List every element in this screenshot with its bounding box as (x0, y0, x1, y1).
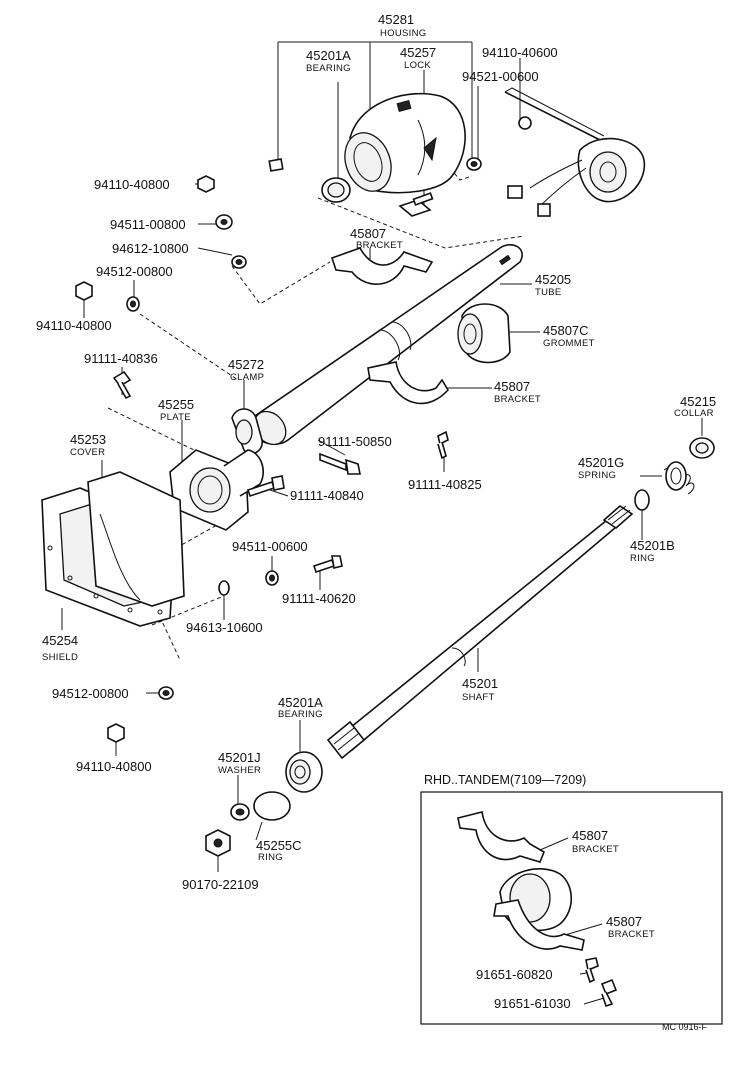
housing-drawing (344, 92, 466, 194)
label-45201b-number: 45201B (630, 538, 675, 553)
lock-pin-drawing (268, 158, 284, 172)
washer-45201j-drawing (230, 803, 250, 821)
inset-label-45807-b-caption: BRACKET (608, 929, 655, 940)
inset-label-91651-61030: 91651-61030 (494, 996, 571, 1011)
label-91111-40836: 91111-40836 (84, 351, 158, 366)
inset-box (420, 791, 723, 1025)
label-45215-caption: COLLAR (674, 408, 714, 419)
lower-left-nuts-drawing (107, 686, 174, 743)
label-45255c-number: 45255C (256, 838, 302, 853)
inset-label-45807-b-number: 45807 (606, 914, 642, 929)
inset-label-91651-60820: 91651-60820 (476, 967, 553, 982)
label-45201a-top-caption: BEARING (306, 63, 351, 74)
label-45807-mid-caption: BRACKET (494, 394, 541, 405)
assembly-dashed-lines (107, 167, 525, 661)
label-94110-40600: 94110-40600 (482, 45, 558, 60)
label-45272-caption: CLAMP (230, 372, 264, 383)
bearing-top-drawing (321, 177, 351, 203)
label-45201g-number: 45201G (578, 455, 624, 470)
label-45254-number: 45254 (42, 633, 78, 648)
label-45201a-lower-caption: BEARING (278, 709, 323, 720)
label-45255c-caption: RING (258, 852, 283, 863)
label-45257-number: 45257 (400, 45, 436, 60)
label-45201g-caption: SPRING (578, 470, 616, 481)
diagram-code: MC 0916-F (662, 1022, 708, 1032)
label-45281-caption: HOUSING (380, 28, 426, 39)
label-94612-10800: 94612-10800 (112, 241, 189, 256)
label-45255-number: 45255 (158, 397, 194, 412)
label-91111-50850: 91111-50850 (318, 434, 392, 449)
lock-drawing (398, 192, 434, 217)
label-45807c-caption: GROMMET (543, 338, 595, 349)
label-45201j-number: 45201J (218, 750, 261, 765)
bolt-40620-drawing (312, 555, 343, 574)
label-45807-mid-number: 45807 (494, 379, 530, 394)
combination-switch-drawing (504, 87, 646, 217)
bearing-lower-drawing (285, 751, 323, 793)
label-45807c-number: 45807C (543, 323, 589, 338)
cover-shield-drawing (41, 471, 185, 627)
label-45215-number: 45215 (680, 394, 716, 409)
label-94110-40800-b: 94110-40800 (36, 318, 112, 333)
label-45201b-caption: RING (630, 553, 655, 564)
label-45253-caption: COVER (70, 447, 105, 458)
label-94521-00600: 94521-00600 (462, 69, 539, 84)
plate-drawing (169, 449, 264, 531)
nut-00600-drawing (265, 570, 279, 586)
label-94511-00800-a: 94511-00800 (110, 217, 186, 232)
grommet-drawing (457, 303, 511, 364)
inset-title: RHD..TANDEM(7109—7209) (424, 773, 586, 787)
ring-45255c-drawing (253, 791, 291, 821)
inset-drawings (457, 811, 618, 1008)
ring-45201b-drawing (634, 489, 650, 511)
label-45255-caption: PLATE (160, 412, 191, 423)
label-45272-number: 45272 (228, 357, 264, 372)
label-45201-caption: SHAFT (462, 692, 495, 703)
bolt-40825-drawing (437, 430, 449, 460)
label-94613-10600: 94613-10600 (186, 620, 263, 635)
label-45253-number: 45253 (70, 432, 106, 447)
bolt-40840-drawing (246, 475, 285, 498)
inset-label-45807-a-caption: BRACKET (572, 844, 619, 855)
label-45205-caption: TUBE (535, 287, 562, 298)
label-45201a-lower-number: 45201A (278, 695, 323, 710)
left-nuts-drawing (75, 175, 247, 312)
bolt-40836-drawing (112, 370, 132, 400)
bracket-lower-drawing (367, 361, 449, 405)
label-45257-caption: LOCK (404, 60, 431, 71)
label-94110-40800-c: 94110-40800 (76, 759, 152, 774)
label-45201a-top-number: 45201A (306, 48, 351, 63)
label-91111-40840: 91111-40840 (290, 488, 364, 503)
label-90170-22109: 90170-22109 (182, 877, 259, 892)
nut-90170-drawing (205, 829, 231, 857)
shaft-drawing (326, 504, 634, 760)
label-91111-40620: 91111-40620 (282, 591, 356, 606)
collar-drawing (689, 437, 715, 459)
label-45807-top-number: 45807 (350, 226, 386, 241)
labels: 45281 HOUSING 45201A BEARING 45257 LOCK … (36, 12, 716, 1032)
bolt-50850-drawing (319, 452, 361, 475)
label-45201-number: 45201 (462, 676, 498, 691)
label-45807-top-caption: BRACKET (356, 240, 403, 251)
label-45201j-caption: WASHER (218, 765, 261, 776)
label-94511-00600: 94511-00600 (232, 539, 308, 554)
label-45205-number: 45205 (535, 272, 571, 287)
washer-10600-drawing (218, 580, 230, 596)
inset-label-45807-a-number: 45807 (572, 828, 608, 843)
label-94512-00800-a: 94512-00800 (96, 264, 173, 279)
label-94110-40800-a: 94110-40800 (94, 177, 170, 192)
spring-drawing (663, 461, 695, 495)
label-94512-00800-b: 94512-00800 (52, 686, 129, 701)
bracket-top-drawing (330, 247, 434, 285)
label-45281-number: 45281 (378, 12, 414, 27)
clamp-drawing (231, 408, 263, 455)
label-45254-caption: SHIELD (42, 652, 78, 663)
nut-top-right-drawing (466, 157, 482, 171)
label-91111-40825: 91111-40825 (408, 477, 482, 492)
